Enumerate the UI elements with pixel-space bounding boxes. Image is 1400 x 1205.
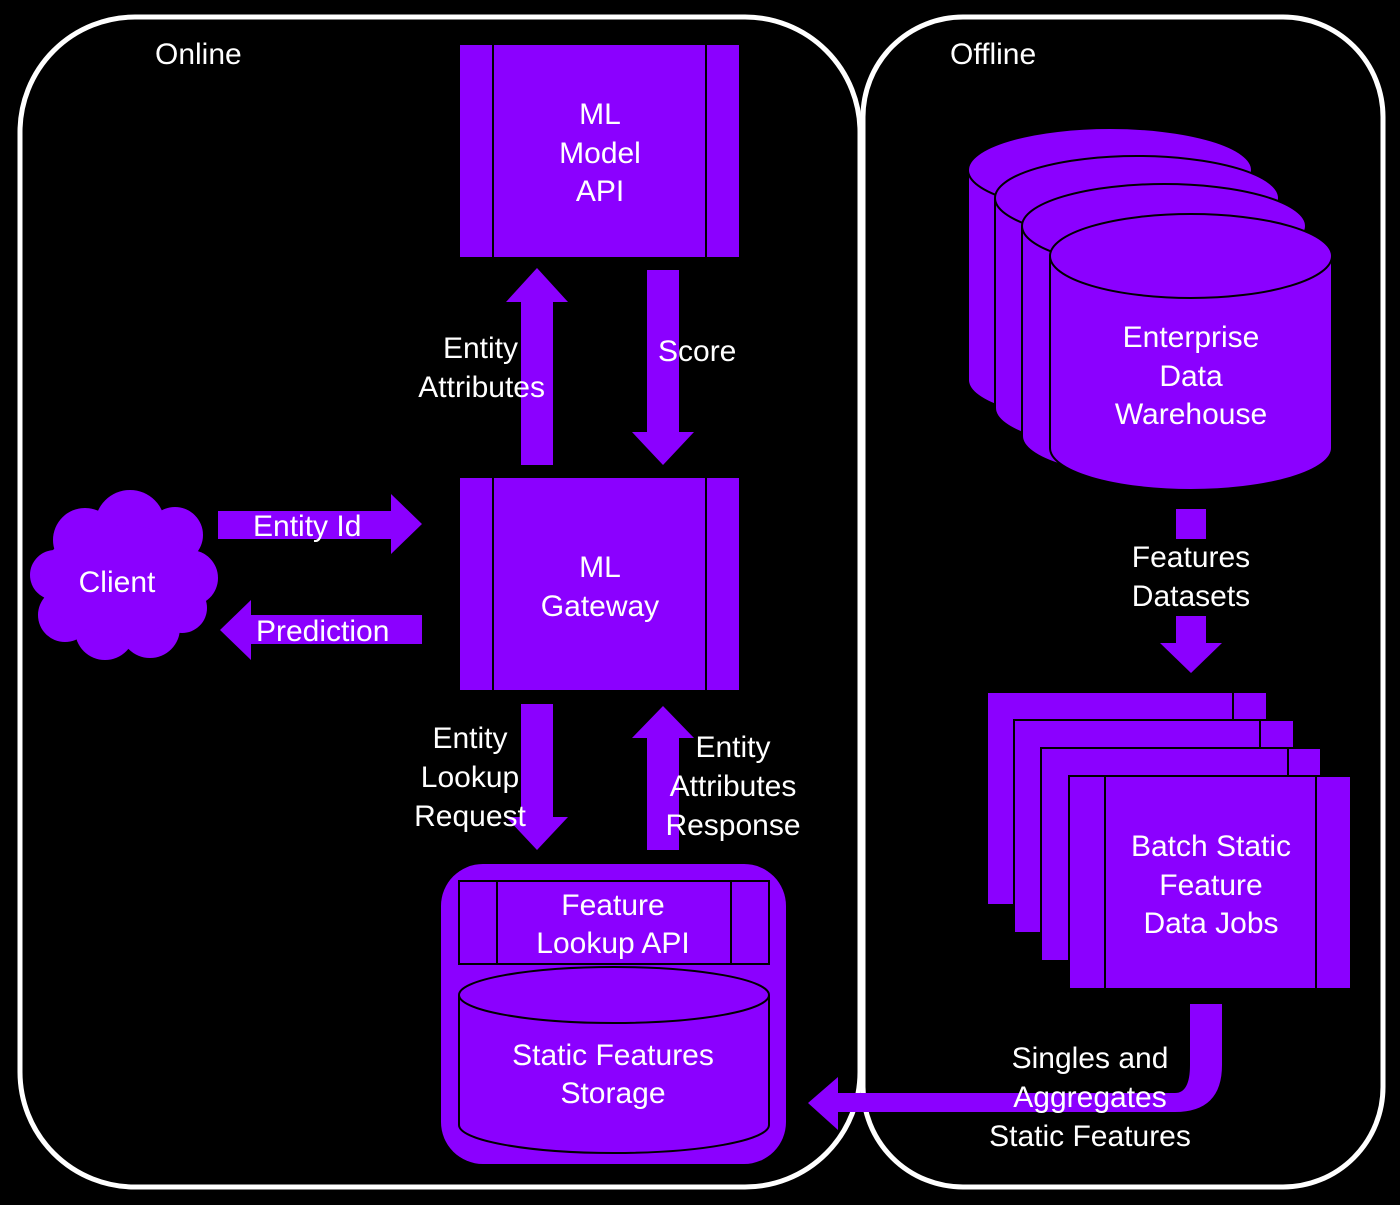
singles-aggregates-label-2: Aggregates [1013, 1081, 1166, 1114]
entity-attributes-up-arrow [506, 268, 568, 465]
prediction-arrow [220, 600, 422, 660]
ml-model-api-label-1: ML [579, 98, 621, 131]
entity-attributes-response-arrow [632, 706, 694, 850]
entity-lookup-request-label-2: Lookup [421, 761, 519, 794]
batch-jobs-label-1: Batch Static [1131, 830, 1291, 863]
client-label: Client [79, 566, 156, 599]
score-label: Score [658, 335, 736, 368]
score-down-arrow [632, 270, 694, 465]
client-cloud: Client [30, 490, 218, 660]
entity-attributes-label-1: Entity [443, 332, 518, 365]
entity-lookup-request-label-3: Request [414, 800, 526, 833]
batch-jobs-node: Batch Static Feature Data Jobs [986, 691, 1352, 990]
prediction-label: Prediction [256, 615, 389, 648]
ml-model-api-label-3: API [576, 175, 624, 208]
static-features-storage-label-1: Static Features [512, 1039, 714, 1072]
offline-panel [860, 14, 1386, 1190]
ml-gateway-label-1: ML [579, 551, 621, 584]
feature-lookup-api-label-1: Feature [561, 889, 664, 922]
entity-id-label: Entity Id [253, 510, 361, 543]
entity-attributes-response-label-2: Attributes [670, 770, 797, 803]
enterprise-data-warehouse-node: Enterprise Data Warehouse [967, 127, 1333, 491]
ml-gateway-label-2: Gateway [541, 590, 659, 623]
enterprise-data-warehouse-label-1: Enterprise [1123, 321, 1260, 354]
batch-jobs-label-3: Data Jobs [1143, 907, 1278, 940]
features-datasets-label-2: Datasets [1132, 580, 1250, 613]
singles-aggregates-label-1: Singles and [1012, 1042, 1169, 1075]
ml-gateway-node: ML Gateway [458, 476, 741, 692]
online-panel-title: Online [155, 38, 242, 71]
feature-store-node: Feature Lookup API Static Features Stora… [441, 864, 786, 1164]
enterprise-data-warehouse-label-3: Warehouse [1115, 398, 1267, 431]
singles-aggregates-arrow [808, 1004, 1222, 1130]
ml-model-api-node: ML Model API [458, 43, 741, 259]
feature-lookup-api-label-2: Lookup API [536, 927, 689, 960]
entity-attributes-response-label-1: Entity [695, 731, 770, 764]
offline-panel-title: Offline [950, 38, 1036, 71]
singles-aggregates-label-3: Static Features [989, 1120, 1191, 1153]
features-datasets-label-1: Features [1132, 541, 1250, 574]
entity-lookup-request-arrow [506, 704, 568, 850]
batch-jobs-label-2: Feature [1159, 869, 1262, 902]
entity-id-arrow [218, 494, 422, 554]
online-panel [17, 14, 863, 1190]
enterprise-data-warehouse-label-2: Data [1159, 360, 1223, 393]
entity-attributes-response-label-3: Response [665, 809, 800, 842]
features-datasets-arrow-tail [1176, 509, 1206, 539]
features-datasets-arrow-head [1160, 616, 1222, 673]
static-features-storage-label-2: Storage [560, 1077, 665, 1110]
entity-lookup-request-label-1: Entity [432, 722, 507, 755]
ml-model-api-label-2: Model [559, 137, 641, 170]
entity-attributes-label-2: Attributes [418, 371, 545, 404]
